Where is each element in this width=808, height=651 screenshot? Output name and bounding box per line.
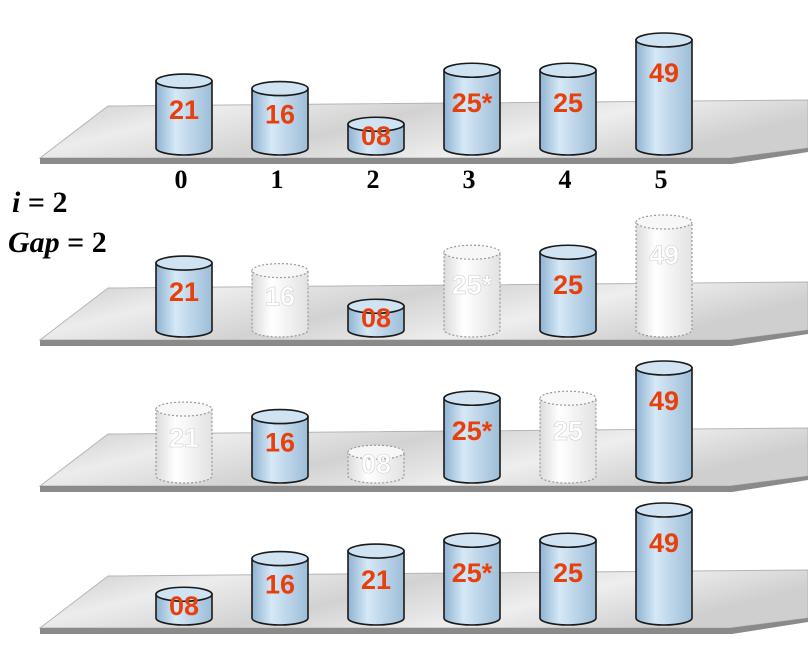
cylinder-label: 08 (361, 303, 391, 333)
cylinder-1-1: 16 (251, 263, 309, 338)
array-row-3: 08 16 21 25* 25 49 (38, 502, 808, 634)
index-label-5: 5 (654, 165, 668, 194)
cylinder-1-5: 49 (635, 214, 693, 338)
cylinder-label: 21 (169, 423, 199, 453)
cylinder-label: 16 (265, 569, 295, 599)
cylinder-label: 49 (649, 386, 679, 416)
cylinder-3-0: 08 (155, 586, 213, 626)
cylinder-label: 25* (452, 558, 493, 588)
cylinder-0-3: 25* (443, 62, 501, 156)
index-label-2: 2 (366, 165, 380, 194)
cylinder-0-1: 16 (251, 80, 309, 156)
cylinder-0-5: 49 (635, 32, 693, 156)
i-variable: i = 2 (12, 186, 67, 220)
platform-edge-0 (40, 148, 808, 164)
cylinder-0-4: 25 (539, 62, 597, 156)
cylinder-label: 25* (452, 416, 493, 446)
cylinder-0-2: 08 (347, 116, 405, 156)
cylinder-3-5: 49 (635, 502, 693, 626)
cylinder-1-4: 25 (539, 244, 597, 338)
array-row-2: 21 16 08 25* 25 49 (38, 360, 808, 492)
cylinder-label: 25* (452, 270, 493, 300)
cylinder-label: 49 (649, 528, 679, 558)
cylinder-label: 25 (553, 270, 583, 300)
cylinder-label: 21 (361, 565, 391, 595)
cylinder-2-1: 16 (251, 408, 309, 484)
cylinder-label: 49 (649, 58, 679, 88)
gap-value: = 2 (67, 226, 107, 259)
cylinder-label: 08 (169, 591, 199, 621)
cylinder-3-3: 25* (443, 532, 501, 626)
cylinder-label: 25* (452, 88, 493, 118)
cylinder-label: 16 (265, 99, 295, 129)
cylinder-label: 08 (361, 449, 391, 479)
cylinder-2-5: 49 (635, 360, 693, 484)
cylinder-1-0: 21 (155, 255, 213, 338)
index-label-0: 0 (174, 165, 188, 194)
index-label-4: 4 (558, 165, 572, 194)
index-label-3: 3 (462, 165, 476, 194)
cylinder-label: 25 (553, 416, 583, 446)
i-value: = 2 (27, 186, 68, 219)
cylinder-label: 16 (265, 427, 295, 457)
cylinder-0-0: 21 (155, 73, 213, 156)
cylinder-2-4: 25 (539, 390, 597, 484)
cylinder-3-2: 21 (347, 543, 405, 626)
array-row-0: 21 16 08 25* 25 49 (38, 32, 808, 164)
gap-label: Gap (8, 226, 60, 259)
index-label-1: 1 (270, 165, 284, 194)
cylinder-label: 21 (169, 277, 199, 307)
gap-variable: Gap = 2 (8, 226, 107, 260)
cylinder-label: 25 (553, 88, 583, 118)
cylinder-2-0: 21 (155, 401, 213, 484)
platform-edge-3 (40, 618, 808, 634)
cylinder-label: 49 (649, 240, 679, 270)
cylinder-label: 21 (169, 95, 199, 125)
cylinder-label: 08 (361, 121, 391, 151)
i-label: i (12, 186, 21, 219)
cylinder-3-4: 25 (539, 532, 597, 626)
array-row-1: 21 16 08 25* 25 49 (38, 214, 808, 346)
cylinder-label: 25 (553, 558, 583, 588)
cylinder-1-3: 25* (443, 244, 501, 338)
cylinder-2-3: 25* (443, 390, 501, 484)
cylinder-3-1: 16 (251, 550, 309, 626)
platform-edge-2 (40, 476, 808, 492)
cylinder-2-2: 08 (347, 444, 405, 484)
cylinder-1-2: 08 (347, 298, 405, 338)
cylinder-label: 16 (265, 281, 295, 311)
platform-edge-1 (40, 330, 808, 346)
